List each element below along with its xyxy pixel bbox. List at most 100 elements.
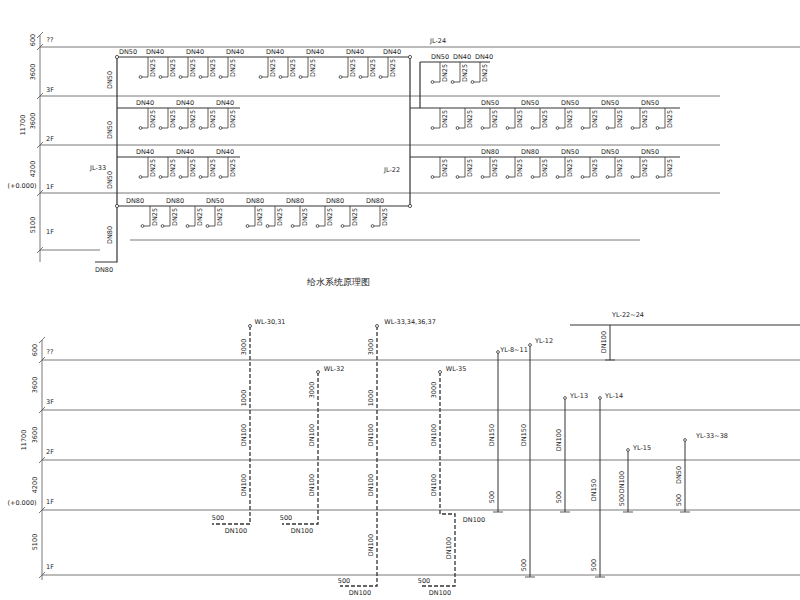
annotation-label: 3000: [368, 339, 375, 356]
pipe-fitting: [219, 127, 222, 130]
annotation-label: 5100: [32, 534, 39, 551]
annotation-label: DN50: [676, 466, 683, 484]
fixture-branch: [168, 157, 169, 177]
annotation-label: 11700: [21, 430, 28, 451]
fixture-branch: [368, 57, 369, 77]
fixture-stub: [634, 128, 640, 129]
fixture-stub: [362, 77, 368, 78]
fixture-stub: [202, 177, 208, 178]
outlet-tick: [605, 360, 615, 361]
pipe-line: [410, 156, 680, 157]
floor-line: [40, 47, 800, 48]
fixture-stub: [162, 77, 168, 78]
annotation-label: 500: [489, 491, 496, 503]
pipe-fitting: [206, 225, 209, 228]
outlet-tick: [595, 577, 605, 578]
annotation-label: DN25: [667, 110, 674, 128]
annotation-label: DN25: [197, 208, 204, 226]
annotation-label: DN80: [366, 198, 384, 205]
annotation-label: DN40: [136, 149, 154, 156]
outlet-tick: [680, 512, 690, 513]
annotation-label: DN100: [446, 537, 453, 559]
annotation-label: DN25: [382, 208, 389, 226]
annotation-label: DN100: [556, 429, 563, 451]
pipe-fitting: [159, 176, 162, 179]
annotation-label: DN50: [206, 198, 224, 205]
fixture-branch: [150, 206, 151, 226]
annotation-label: DN25: [370, 59, 377, 77]
floor-line: [40, 96, 720, 97]
annotation-label: 1F: [46, 499, 54, 506]
floor-line: [40, 250, 100, 251]
dimension-tick: [37, 247, 43, 253]
annotation-label: (+0.000): [7, 500, 36, 507]
fixture-branch: [188, 157, 189, 177]
pipe-fitting: [456, 127, 459, 130]
fixture-branch: [228, 57, 229, 77]
annotation-label: DN25: [310, 59, 317, 77]
annotation-label: DN25: [617, 159, 624, 177]
pipe-fitting: [266, 225, 269, 228]
fixture-stub: [374, 226, 380, 227]
fixture-stub: [434, 128, 440, 129]
annotation-label: DN25: [492, 159, 499, 177]
fixture-branch: [490, 157, 491, 177]
rain-riser: [600, 398, 601, 577]
pipe-fitting: [159, 127, 162, 130]
annotation-label: DN40: [216, 100, 234, 107]
annotation-label: DN50: [481, 100, 499, 107]
fixture-branch: [208, 57, 209, 77]
annotation-label: 500: [556, 491, 563, 503]
annotation-label: 500: [521, 559, 528, 571]
annotation-label: DN80: [481, 149, 499, 156]
annotation-label: 3600: [30, 113, 37, 130]
annotation-label: DN25: [190, 159, 197, 177]
annotation-label: DN50: [107, 121, 114, 139]
annotation-label: 500: [338, 578, 350, 585]
fixture-stub: [162, 177, 168, 178]
annotation-label: DN25: [350, 59, 357, 77]
fixture-stub: [182, 77, 188, 78]
annotation-label: DN100: [368, 534, 375, 556]
pipe-fitting: [556, 127, 559, 130]
fixture-stub: [282, 77, 288, 78]
fixture-branch: [540, 108, 541, 128]
annotation-label: DN100: [309, 424, 316, 446]
annotation-label: DN40: [186, 49, 204, 56]
riser-pipe: [409, 57, 410, 206]
fixture-stub: [294, 226, 300, 227]
pipe-fitting: [564, 397, 567, 400]
fixture-branch: [440, 62, 441, 82]
annotation-label: 3000: [431, 382, 438, 399]
annotation-label: DN100: [241, 474, 248, 496]
fixture-stub: [302, 77, 308, 78]
fixture-stub: [262, 77, 268, 78]
floor-line: [42, 410, 800, 411]
fixture-branch: [255, 206, 256, 226]
annotation-label: YL-33~38: [696, 433, 728, 440]
annotation-label: DN25: [517, 159, 524, 177]
pipe-fitting: [408, 204, 411, 207]
pipe-fitting: [139, 127, 142, 130]
annotation-label: 3600: [32, 377, 39, 394]
pipe-fitting: [581, 127, 584, 130]
floor-line: [42, 575, 800, 576]
annotation-label: DN100: [463, 517, 485, 524]
pipe-fitting: [249, 325, 252, 328]
pipe-line: [117, 156, 240, 157]
annotation-label: DN80: [126, 198, 144, 205]
dimension-tick: [39, 407, 45, 413]
annotation-label: DN50: [601, 100, 619, 107]
fixture-branch: [268, 57, 269, 77]
pipe-fitting: [199, 127, 202, 130]
pipe-fitting: [115, 55, 118, 58]
annotation-label: DN25: [230, 59, 237, 77]
fixture-branch: [565, 157, 566, 177]
annotation-label: DN25: [270, 59, 277, 77]
ground-line: [130, 240, 640, 241]
annotation-label: DN25: [442, 64, 449, 82]
annotation-label: 3600: [32, 427, 39, 444]
annotation-label: DN100: [368, 474, 375, 496]
fixture-stub: [509, 128, 515, 129]
